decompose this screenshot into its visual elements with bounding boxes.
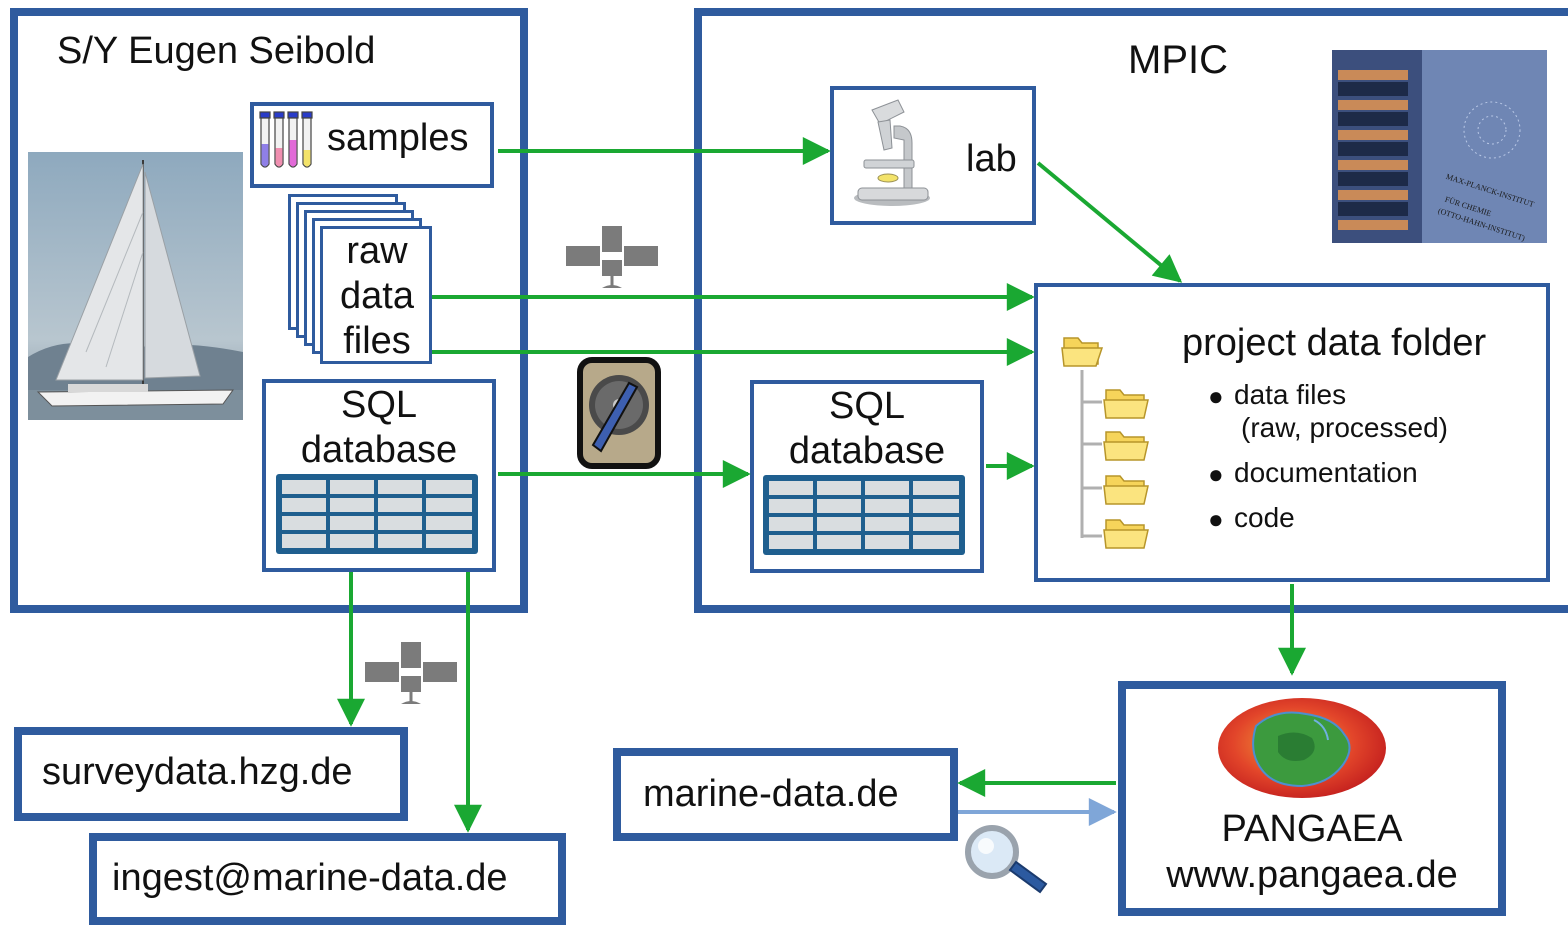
marine-data-box — [613, 748, 958, 841]
pangaea-globe-icon — [1216, 696, 1388, 805]
raw-files-line-3: files — [343, 320, 411, 362]
project-folder-title: project data folder — [1182, 322, 1487, 364]
pangaea-name: PANGAEA — [1221, 808, 1403, 850]
ingest-label: ingest@marine-data.de — [112, 857, 508, 899]
ingest-box — [89, 833, 566, 925]
raw-files-line-2: data — [340, 275, 414, 317]
folder-tree-icon — [1058, 330, 1158, 555]
lab-label: lab — [966, 138, 1017, 180]
pangaea-url[interactable]: www.pangaea.de — [1166, 854, 1458, 896]
ship-database-table-icon — [274, 472, 480, 561]
mpic-database-table-icon — [761, 473, 967, 562]
mpic-building-photo: MAX-PLANCK-INSTITUT FÜR CHEMIE (OTTO-HAH… — [1332, 50, 1547, 243]
ship-sql-line-1: SQL — [340, 384, 418, 426]
bullet-data-files-sub: (raw, processed) — [1241, 412, 1448, 443]
mpic-title: MPIC — [1128, 38, 1228, 82]
surveydata-box — [14, 727, 408, 821]
satellite-icon — [566, 222, 658, 299]
bullet-code: code — [1234, 502, 1295, 533]
bullet-dot-3: ● — [1208, 504, 1224, 534]
microscope-icon — [850, 98, 940, 215]
surveydata-label: surveydata.hzg.de — [42, 751, 353, 793]
sailboat-photo — [28, 152, 243, 420]
bullet-dot-2: ● — [1208, 459, 1224, 489]
satellite-icon-lower — [365, 638, 457, 715]
ship-title: S/Y Eugen Seibold — [57, 30, 376, 72]
ship-sql-line-2: database — [300, 429, 458, 471]
test-tubes-icon — [258, 110, 316, 177]
marine-data-label: marine-data.de — [643, 773, 899, 815]
bullet-data-files: data files — [1234, 379, 1347, 410]
samples-label: samples — [327, 117, 469, 159]
magnifier-icon[interactable] — [962, 822, 1050, 905]
bullet-documentation: documentation — [1234, 457, 1418, 488]
hard-disk-icon — [577, 357, 661, 474]
mpic-sql-line-1: SQL — [828, 385, 906, 427]
mpic-sql-line-2: database — [788, 430, 946, 472]
bullet-dot-1: ● — [1208, 381, 1224, 411]
raw-data-files-stack — [288, 194, 433, 364]
raw-files-line-1: raw — [346, 230, 408, 272]
